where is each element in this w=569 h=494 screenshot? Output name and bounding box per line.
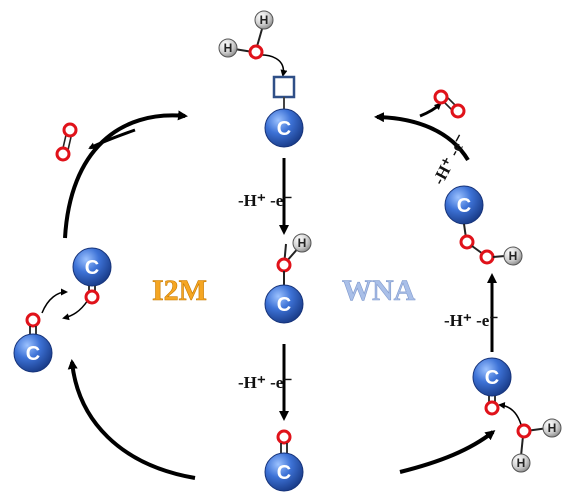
o2-release-arrow-left bbox=[88, 128, 136, 150]
svg-text:H: H bbox=[224, 41, 233, 55]
svg-text:C: C bbox=[26, 343, 40, 365]
oxygen-atom bbox=[516, 423, 532, 439]
svg-text:C: C bbox=[277, 462, 291, 484]
o-attack-arrow-left bbox=[41, 288, 68, 314]
oxo-intermediate-left: C bbox=[72, 247, 112, 305]
carbon-bottom bbox=[264, 452, 304, 492]
step-label-center-1: -H⁺ -e⁻ bbox=[238, 191, 292, 210]
hydroxyl-intermediate: H C bbox=[264, 233, 312, 324]
svg-text:H: H bbox=[298, 236, 307, 250]
svg-text:C: C bbox=[85, 257, 99, 279]
active-site-square bbox=[272, 75, 296, 99]
oxygen-atom bbox=[484, 400, 500, 416]
svg-text:H: H bbox=[517, 456, 526, 470]
oxo-intermediate-bottom: C bbox=[264, 429, 304, 492]
oxygen-atom bbox=[248, 44, 264, 60]
carbon-right-lower bbox=[472, 357, 512, 397]
arc-arrow-bottom-left bbox=[67, 359, 196, 480]
arc-arrow-top-right bbox=[374, 112, 470, 162]
hydrogen-atom bbox=[218, 38, 238, 58]
o2-molecule-right bbox=[433, 89, 466, 119]
oxo-intermediate-right: C bbox=[472, 357, 512, 416]
wna-label: WNA bbox=[342, 274, 416, 307]
hydrogen-atom bbox=[511, 453, 531, 473]
oxygen-atom bbox=[25, 312, 41, 328]
water-molecule-right: H H bbox=[511, 418, 562, 473]
oxygen-atom bbox=[276, 257, 292, 273]
hydrogen-atom bbox=[503, 246, 523, 266]
svg-text:H: H bbox=[260, 13, 269, 27]
carbon-left-lower bbox=[13, 333, 53, 373]
arc-arrow-bottom-right bbox=[399, 430, 496, 474]
svg-text:C: C bbox=[485, 367, 499, 389]
svg-text:C: C bbox=[277, 294, 291, 316]
i2m-label: I2M bbox=[152, 274, 207, 307]
svg-text:C: C bbox=[277, 118, 291, 140]
hydrogen-atom bbox=[292, 233, 312, 253]
o-attack-arrow-left-2 bbox=[62, 299, 89, 321]
water-molecule-top: H H bbox=[218, 10, 274, 60]
svg-text:H: H bbox=[509, 249, 518, 263]
svg-text:C: C bbox=[457, 195, 471, 217]
oxygen-atom bbox=[84, 289, 100, 305]
svg-text:H: H bbox=[548, 421, 557, 435]
step-label-right: -H⁺ -e⁻ bbox=[444, 311, 498, 330]
oxygen-atom bbox=[459, 234, 475, 250]
oxygen-atom bbox=[276, 429, 292, 445]
carbon-center bbox=[264, 284, 304, 324]
hydroperoxo-intermediate: C H bbox=[444, 185, 523, 266]
water-attack-arrow-right bbox=[498, 402, 523, 429]
hydrogen-atom bbox=[254, 10, 274, 30]
step-label-center-2: -H⁺ -e⁻ bbox=[238, 373, 292, 392]
oxygen-atom bbox=[479, 249, 495, 265]
carbon-left-upper bbox=[72, 247, 112, 287]
o2-release-arrow-right bbox=[419, 102, 442, 118]
o2-molecule-left bbox=[55, 122, 78, 162]
step-label-top-right: -H⁺ -e⁻ bbox=[429, 131, 471, 188]
hydrogen-atom bbox=[542, 418, 562, 438]
carbon-top: C bbox=[264, 108, 304, 148]
oxo-intermediate-left-lower: C bbox=[13, 312, 53, 373]
